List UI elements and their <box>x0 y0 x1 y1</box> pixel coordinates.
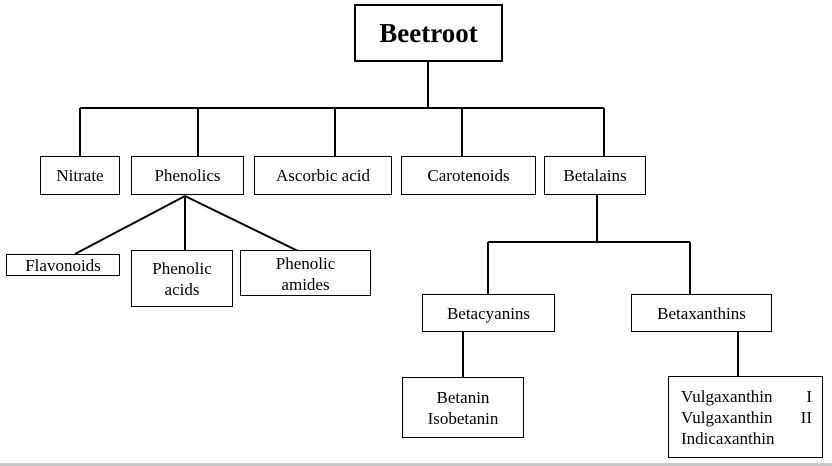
node-betacyanins: Betacyanins <box>422 294 555 332</box>
compound-numeral: II <box>800 407 812 427</box>
compound-name: Indicaxanthin <box>681 428 775 448</box>
node-phenolic-acids: Phenolic acids <box>131 250 233 307</box>
connector-line <box>184 195 301 253</box>
node-flavonoids: Flavonoids <box>6 254 120 276</box>
node-nitrate: Nitrate <box>40 156 120 195</box>
list-item: Vulgaxanthin I <box>681 386 812 407</box>
node-betaxanthins: Betaxanthins <box>631 294 772 332</box>
node-betalains: Betalains <box>544 156 646 195</box>
node-phenolics: Phenolics <box>131 156 244 195</box>
node-betanin-isobetanin: Betanin Isobetanin <box>402 377 524 438</box>
compound-numeral: I <box>806 386 812 406</box>
list-item: Indicaxanthin <box>681 428 812 449</box>
root-node: Beetroot <box>354 4 503 62</box>
node-vulgaxanthins-indicaxanthin: Vulgaxanthin I Vulgaxanthin II Indicaxan… <box>668 376 823 458</box>
list-item: Vulgaxanthin II <box>681 407 812 428</box>
bottom-divider <box>0 463 832 466</box>
connector-line <box>74 195 186 255</box>
compound-name: Vulgaxanthin <box>681 386 773 406</box>
node-ascorbic-acid: Ascorbic acid <box>254 156 392 195</box>
node-carotenoids: Carotenoids <box>401 156 536 195</box>
compound-name: Vulgaxanthin <box>681 407 773 427</box>
node-phenolic-amides: Phenolic amides <box>240 250 371 296</box>
